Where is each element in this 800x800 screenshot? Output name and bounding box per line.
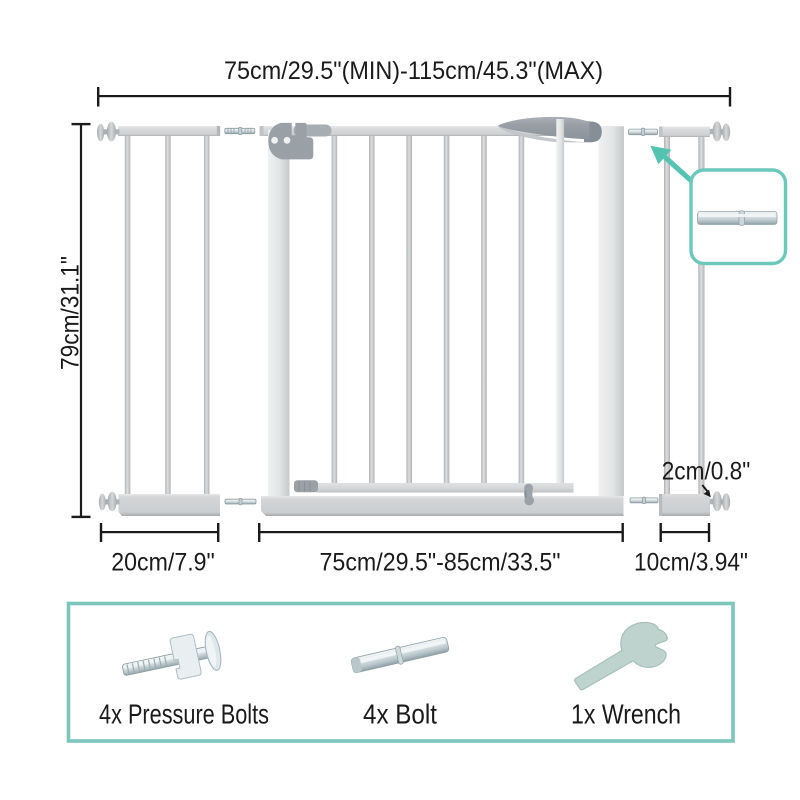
svg-text:4x Pressure Bolts: 4x Pressure Bolts (99, 699, 269, 730)
svg-text:4x Bolt: 4x Bolt (363, 699, 437, 730)
svg-text:75cm/29.5"(MIN)-115cm/45.3"(MA: 75cm/29.5"(MIN)-115cm/45.3"(MAX) (224, 57, 603, 85)
svg-text:2cm/0.8": 2cm/0.8" (662, 458, 751, 486)
svg-text:20cm/7.9": 20cm/7.9" (111, 549, 215, 577)
svg-text:75cm/29.5"-85cm/33.5": 75cm/29.5"-85cm/33.5" (320, 549, 561, 577)
svg-text:79cm/31.1": 79cm/31.1" (57, 256, 85, 370)
svg-text:10cm/3.94": 10cm/3.94" (634, 549, 748, 577)
svg-text:1x Wrench: 1x Wrench (571, 699, 681, 730)
